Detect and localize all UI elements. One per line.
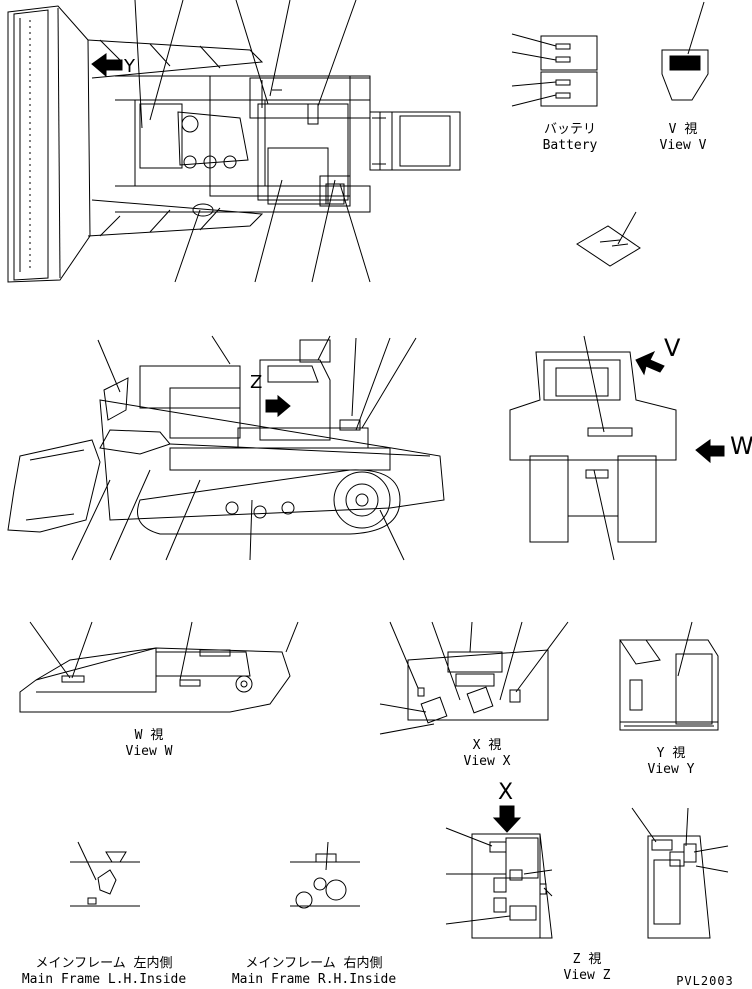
battery-en-label: Battery (542, 138, 598, 153)
view-z-jp-label: Z 視 (572, 952, 602, 967)
battery-jp-label: バッテリ (543, 122, 596, 137)
view-z-en-label: View Z (563, 968, 611, 983)
view-x-jp-label: X 視 (472, 738, 502, 753)
frame-lh-jp-label: メインフレーム 左内側 (35, 956, 173, 971)
view-y-jp-label: Y 視 (656, 746, 686, 761)
view-y-en-label: View Y (647, 762, 695, 777)
main-frame-rh-part (290, 842, 360, 908)
view-v-jp-label: V 視 (668, 122, 698, 137)
drawing-code: PVL2003 (676, 974, 734, 988)
view-v-en-label: View V (659, 138, 707, 153)
frame-rh-jp-label: メインフレーム 右内側 (245, 956, 383, 971)
marker-v: V (664, 334, 681, 362)
top-view-machine (8, 0, 460, 282)
view-x-part (380, 622, 568, 734)
floor-decal (577, 212, 640, 266)
rear-view-machine (510, 336, 724, 560)
frame-lh-en-label: Main Frame L.H.Inside (21, 972, 187, 987)
main-frame-lh-part (70, 842, 140, 906)
marker-z: Z (250, 372, 263, 393)
side-view-machine (8, 336, 444, 560)
view-z-part (446, 806, 728, 938)
view-w-en-label: View W (125, 744, 173, 759)
view-w-part (20, 622, 298, 712)
marker-y: Y (124, 56, 135, 77)
frame-rh-en-label: Main Frame R.H.Inside (231, 972, 397, 987)
view-v-part (662, 2, 708, 100)
marker-x: X (498, 780, 514, 805)
battery-view (512, 34, 597, 106)
view-x-en-label: View X (463, 754, 511, 769)
view-y-part (620, 622, 718, 730)
view-w-jp-label: W 視 (134, 728, 164, 743)
marker-w: W (730, 432, 752, 460)
